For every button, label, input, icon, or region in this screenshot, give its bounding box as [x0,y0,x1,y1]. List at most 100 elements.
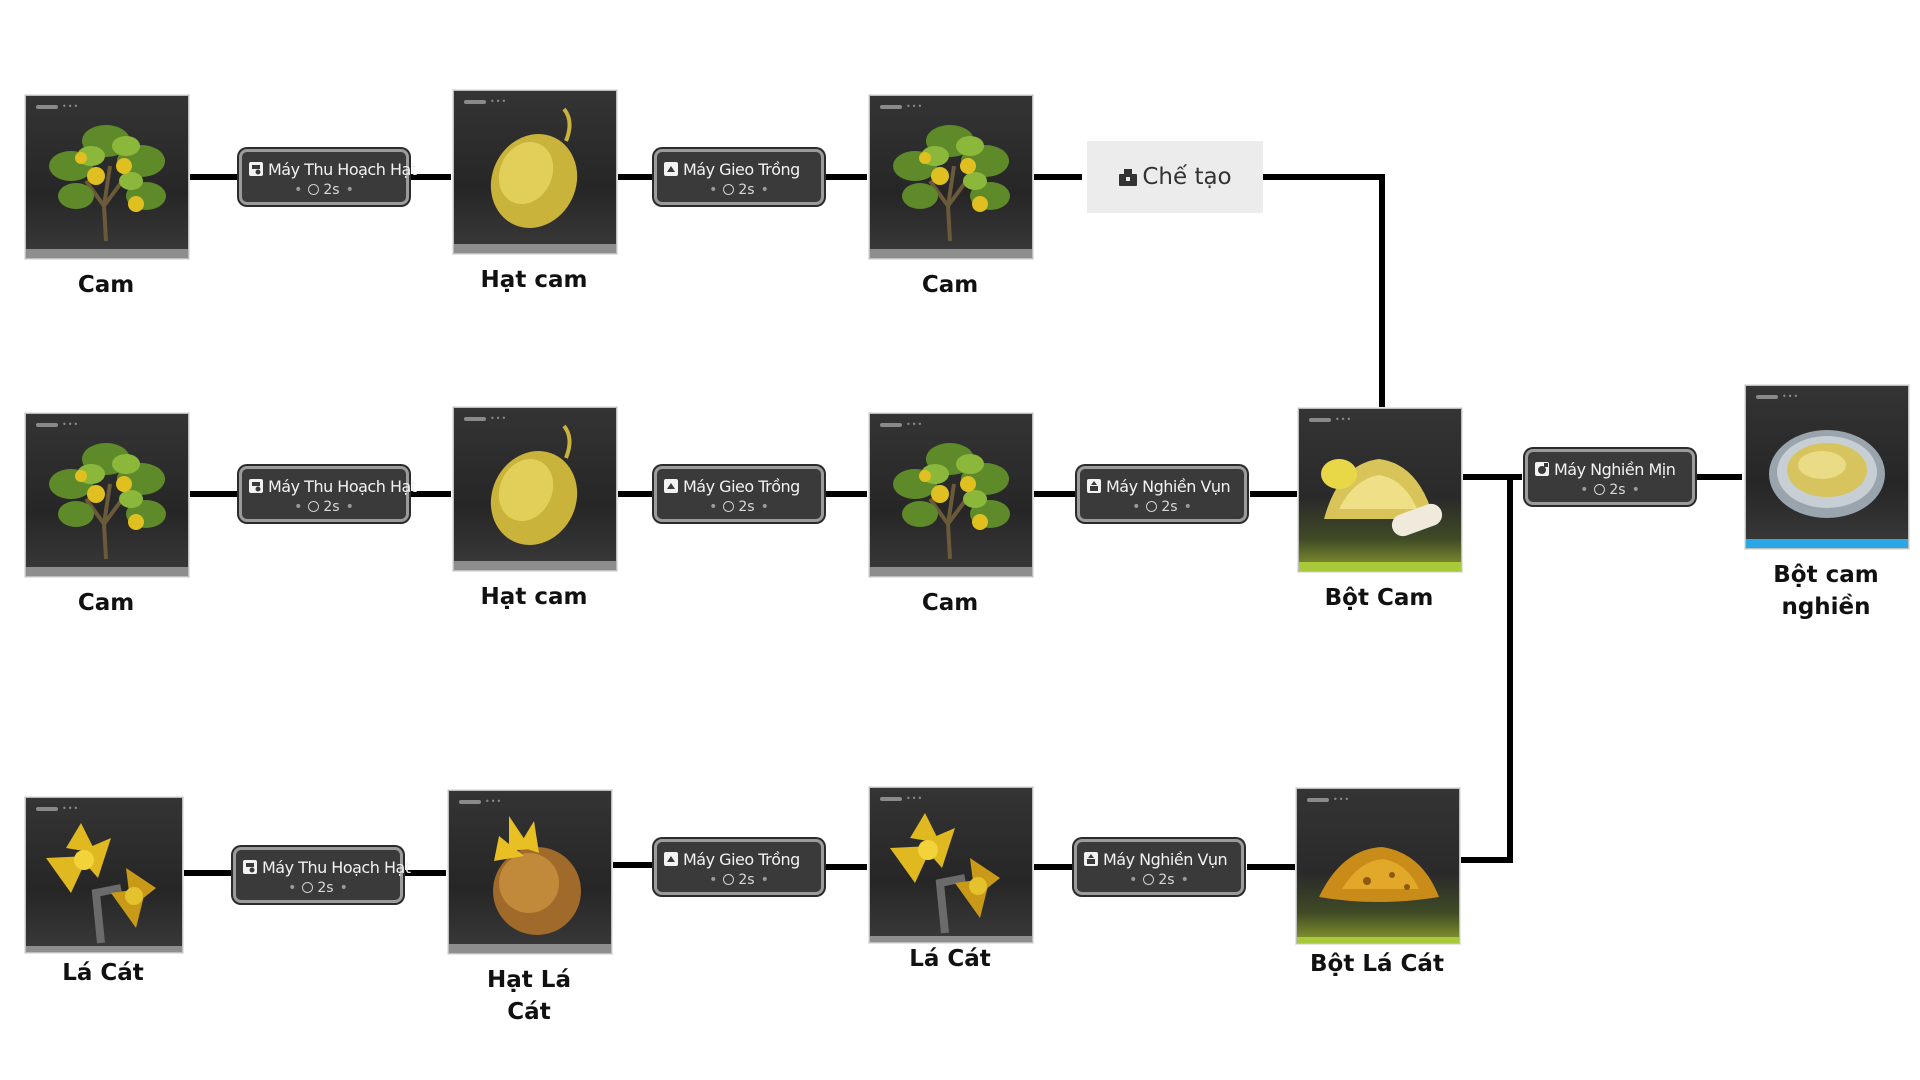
grip-handle [880,797,902,801]
item-label: Hạt cam [480,584,588,610]
machine-name: Máy Nghiền Vụn [1103,849,1228,869]
menu-dots-icon: ••• [906,102,924,111]
item-card[interactable]: ••• [25,95,189,259]
sand-leaf-powder-icon [1319,847,1439,902]
machine-name: Máy Thu Hoạch Hạt [268,476,417,496]
machine-time: 2s [1158,872,1175,888]
orange-plant-icon [893,443,1010,560]
menu-dots-icon: ••• [906,794,924,803]
machine-name: Máy Nghiền Mịn [1554,459,1676,479]
item-cam[interactable]: ••• Cam [25,95,189,301]
item-cam[interactable]: ••• Cam [869,413,1033,619]
machine-time: 2s [1161,499,1178,515]
machine-node[interactable]: Máy Nghiền Vụn •2s• [1074,839,1244,895]
menu-dots-icon: ••• [62,420,80,429]
item-bar [1297,937,1459,943]
clock-icon [1143,874,1155,885]
item-card[interactable]: ••• [869,95,1033,259]
item-label: Hạt Lá Cát [487,967,571,1025]
orange-powder-icon [1321,459,1443,537]
item-bar [870,249,1032,258]
item-cam[interactable]: ••• Cam [25,413,189,619]
item-label: Bột cam nghiền [1773,562,1879,620]
machine-name: Máy Thu Hoạch Hạt [262,857,411,877]
machine-icon [1535,462,1549,476]
item-la-cat[interactable]: ••• Lá Cát [25,797,183,989]
sand-leaf-seed-icon [493,816,581,935]
machine-node[interactable]: Máy Thu Hoạch Hạt •2s• [233,847,411,903]
orange-plant-icon [49,443,166,560]
machine-time: 2s [323,182,340,198]
craft-node[interactable]: Chế tạo [1087,141,1263,213]
item-bar [449,944,611,953]
item-bar [26,567,188,576]
orange-seed-icon [490,424,578,545]
clock-icon [308,184,320,195]
machine-icon [243,860,257,874]
menu-dots-icon: ••• [1782,392,1800,401]
item-label: Lá Cát [62,960,144,986]
machine-icon [664,852,678,866]
sand-leaf-plant-icon [46,823,156,944]
item-card[interactable]: ••• [1296,788,1460,944]
item-label: Bột Lá Cát [1310,951,1444,977]
machine-name: Máy Gieo Trồng [683,159,800,179]
machine-node[interactable]: Máy Gieo Trồng •2s• [654,466,824,522]
item-card[interactable]: ••• [1298,408,1462,572]
item-cam[interactable]: ••• Cam [869,95,1033,301]
orange-seed-icon [490,107,578,228]
machine-node[interactable]: Máy Nghiền Mịn •2s• [1525,449,1695,505]
item-bot-cam[interactable]: ••• Bột Cam [1298,408,1462,614]
grip-handle [464,100,486,104]
machine-time: 2s [1609,482,1626,498]
item-card[interactable]: ••• [869,787,1033,943]
machine-node[interactable]: Máy Nghiền Vụn •2s• [1077,466,1247,522]
machine-icon [664,479,678,493]
item-card[interactable]: ••• [448,790,612,954]
item-label: Cam [921,590,979,616]
item-card[interactable]: ••• [453,90,617,254]
machine-icon [664,162,678,176]
machine-node[interactable]: Máy Thu Hoạch Hạt •2s• [239,466,417,522]
grip-handle [880,105,902,109]
grip-handle [1309,418,1331,422]
item-label: Cam [921,272,979,298]
item-card[interactable]: ••• [1745,385,1909,549]
grip-handle [36,105,58,109]
item-card[interactable]: ••• [25,797,183,953]
machine-node[interactable]: Máy Gieo Trồng •2s• [654,839,824,895]
menu-dots-icon: ••• [490,414,508,423]
item-bot-cam-nghien[interactable]: ••• Bột cam nghiền [1736,385,1916,623]
item-card[interactable]: ••• [453,407,617,571]
item-bar [1299,562,1461,571]
grip-handle [1756,395,1778,399]
grip-handle [1307,798,1329,802]
item-bot-la-cat[interactable]: ••• Bột Lá Cát [1296,788,1460,980]
item-card[interactable]: ••• [869,413,1033,577]
machine-node[interactable]: Máy Thu Hoạch Hạt •2s• [239,149,417,205]
grip-handle [36,807,58,811]
clock-icon [1146,501,1158,512]
item-label: Cam [77,590,135,616]
item-la-cat[interactable]: ••• Lá Cát [869,787,1033,975]
machine-name: Máy Nghiền Vụn [1106,476,1231,496]
menu-dots-icon: ••• [490,97,508,106]
item-bar [870,567,1032,576]
item-hat-cam[interactable]: ••• Hạt cam [453,407,617,613]
item-bar [454,561,616,570]
menu-dots-icon: ••• [62,102,80,111]
machine-node[interactable]: Máy Gieo Trồng •2s• [654,149,824,205]
item-card[interactable]: ••• [25,413,189,577]
item-hat-cam[interactable]: ••• Hạt cam [453,90,617,296]
craft-label: Chế tạo [1142,164,1232,190]
menu-dots-icon: ••• [906,420,924,429]
grip-handle [880,423,902,427]
machine-icon [1087,479,1101,493]
sand-leaf-plant-icon [890,813,1000,934]
machine-name: Máy Thu Hoạch Hạt [268,159,417,179]
grip-handle [459,800,481,804]
item-label: Bột Cam [1324,585,1434,611]
item-hat-la-cat[interactable]: ••• Hạt Lá Cát [448,790,612,1028]
clock-icon [302,882,314,893]
